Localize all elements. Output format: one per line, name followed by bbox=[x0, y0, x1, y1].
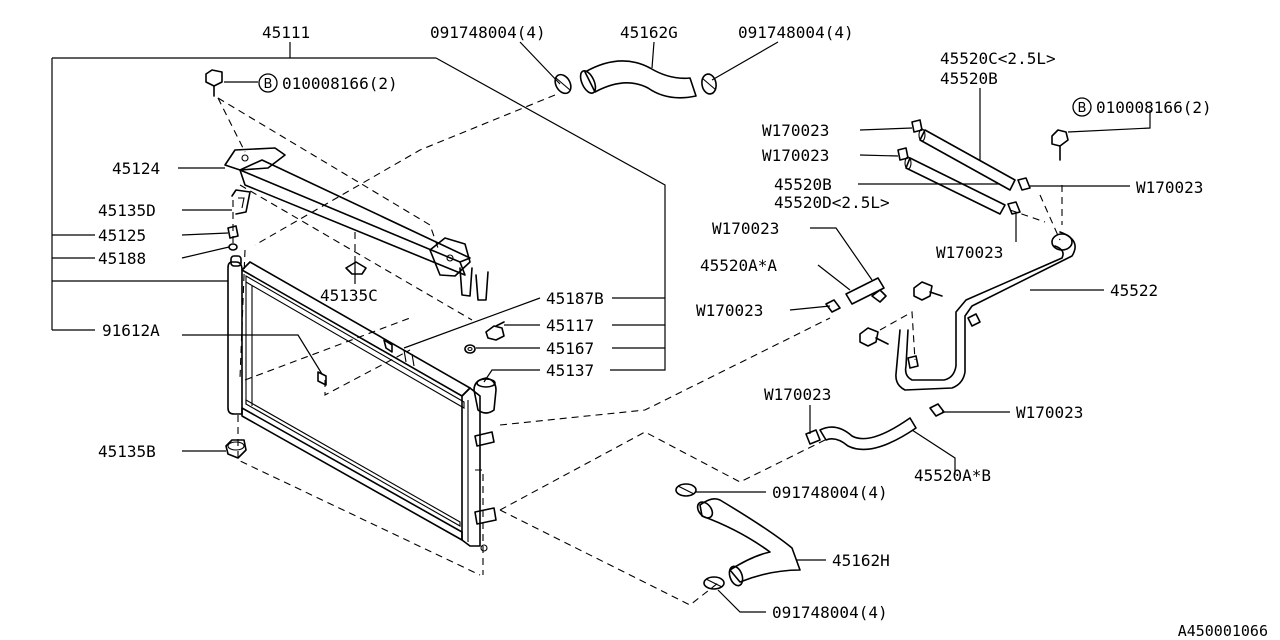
label-W170023-6: W170023 bbox=[696, 301, 763, 320]
upper-bracket bbox=[224, 147, 489, 301]
label-45162G: 45162G bbox=[620, 23, 678, 42]
label-45137: 45137 bbox=[546, 361, 594, 380]
left-fasteners bbox=[205, 69, 505, 459]
radiator-core bbox=[227, 255, 497, 552]
lower-hose-45162H bbox=[675, 483, 801, 590]
label-010008166-right: 010008166(2) bbox=[1096, 98, 1212, 117]
assembly-dashed-lines bbox=[217, 94, 1063, 606]
leader-lines bbox=[51, 41, 1151, 613]
label-091748004-bottom-2: 091748004(4) bbox=[772, 603, 888, 622]
label-45135B: 45135B bbox=[98, 442, 156, 461]
part-labels: 45111 091748004(4) 45162G 091748004(4) 4… bbox=[98, 23, 1268, 640]
label-45125: 45125 bbox=[98, 226, 146, 245]
label-45135C: 45135C bbox=[320, 286, 378, 305]
water-pipe-45522 bbox=[859, 231, 1076, 391]
b-badge-right: B bbox=[1072, 97, 1092, 117]
label-91612A: 91612A bbox=[102, 321, 160, 340]
label-45111: 45111 bbox=[262, 23, 310, 42]
hose-45520A-B bbox=[805, 403, 945, 451]
label-45162H: 45162H bbox=[832, 551, 890, 570]
diagram-code: A450001066 bbox=[1178, 622, 1268, 640]
label-W170023-4: W170023 bbox=[712, 219, 779, 238]
b-badge-left: B bbox=[258, 73, 278, 93]
label-010008166-left: 010008166(2) bbox=[282, 74, 398, 93]
label-W170023-5: W170023 bbox=[936, 243, 1003, 262]
label-091748004-top-right: 091748004(4) bbox=[738, 23, 854, 42]
upper-hose bbox=[554, 60, 717, 99]
label-45520B-top: 45520B bbox=[940, 69, 998, 88]
heater-hoses bbox=[897, 119, 1069, 215]
label-W170023-7: W170023 bbox=[764, 385, 831, 404]
label-45520A-B: 45520A*B bbox=[914, 466, 991, 485]
label-W170023-1: W170023 bbox=[762, 121, 829, 140]
label-45522: 45522 bbox=[1110, 281, 1158, 300]
label-45520A-A: 45520A*A bbox=[700, 256, 777, 275]
label-45520B-mid: 45520B bbox=[774, 175, 832, 194]
label-W170023-8: W170023 bbox=[1016, 403, 1083, 422]
label-091748004-bottom-1: 091748004(4) bbox=[772, 483, 888, 502]
hose-45520A-A bbox=[825, 277, 887, 313]
label-45188: 45188 bbox=[98, 249, 146, 268]
label-091748004-top-left: 091748004(4) bbox=[430, 23, 546, 42]
label-45167: 45167 bbox=[546, 339, 594, 358]
label-45520C: 45520C<2.5L> bbox=[940, 49, 1056, 68]
b-badge-left-letter: B bbox=[264, 77, 273, 92]
label-45117: 45117 bbox=[546, 316, 594, 335]
label-45187B: 45187B bbox=[546, 289, 604, 308]
label-45135D: 45135D bbox=[98, 201, 156, 220]
label-45520D: 45520D<2.5L> bbox=[774, 193, 890, 212]
label-W170023-3: W170023 bbox=[1136, 178, 1203, 197]
label-45124: 45124 bbox=[112, 159, 160, 178]
label-W170023-2: W170023 bbox=[762, 146, 829, 165]
b-badge-right-letter: B bbox=[1078, 101, 1087, 116]
